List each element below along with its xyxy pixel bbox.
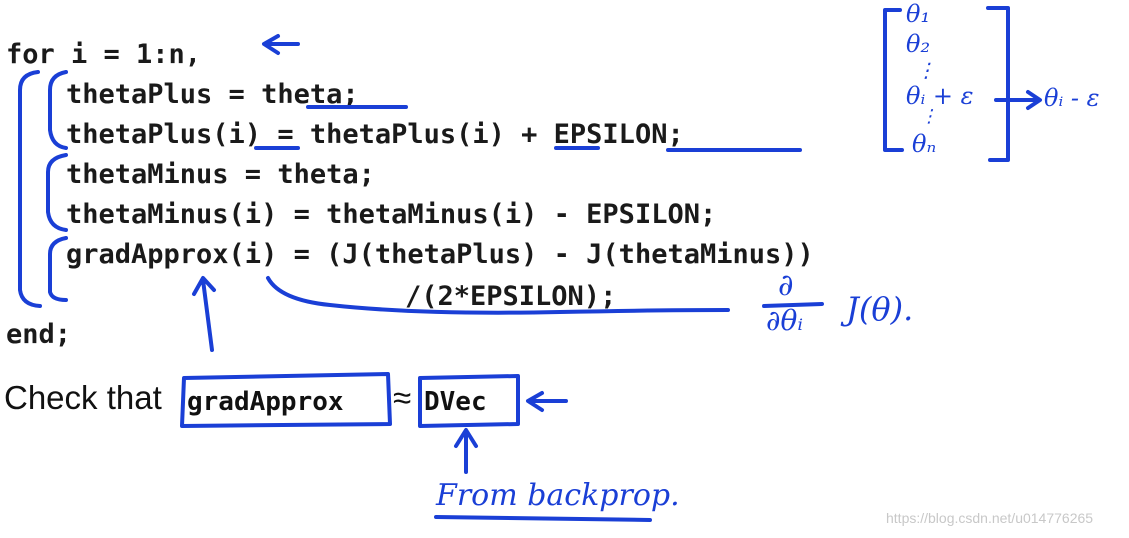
code-line-gradapprox-denominator: /(2*EPSILON); <box>405 281 617 312</box>
loop-bracket <box>18 70 42 308</box>
check-prefix: Check that <box>4 379 162 416</box>
code-line-thetaplus-assign: thetaPlus = theta; <box>66 79 359 110</box>
code-line-end: end; <box>6 319 72 350</box>
theta-1: θ₁ <box>906 0 931 28</box>
code-line-thetaminus-decrement: thetaMinus(i) = thetaMinus(i) - EPSILON; <box>66 199 717 230</box>
check-gradapprox: gradApprox <box>187 387 344 417</box>
check-approx-symbol: ≈ <box>393 379 412 416</box>
up-arrow-gradapprox-icon <box>192 276 216 352</box>
backprop-underline <box>434 515 652 522</box>
vector-left-bracket <box>883 8 904 152</box>
theta-2: θ₂ <box>906 30 931 58</box>
bracket-group-plus <box>48 70 68 150</box>
code-line-thetaminus-assign: thetaMinus = theta; <box>66 159 375 190</box>
vector-right-bracket <box>986 6 1010 162</box>
theta-n: θₙ <box>912 130 937 158</box>
partial-numerator: ∂ <box>778 268 794 303</box>
partial-function: J(θ). <box>846 290 914 328</box>
from-backprop-note: From backprop. <box>436 478 680 513</box>
theta-vdots-2: ⋮ <box>920 106 938 127</box>
left-arrow-dvec-icon <box>526 391 568 412</box>
bracket-group-grad <box>48 236 68 302</box>
for-arrow-icon <box>262 34 300 55</box>
theta-arrow-icon <box>994 90 1042 110</box>
theta-i-minus: θᵢ - ε <box>1044 84 1100 112</box>
check-dvec: DVec <box>424 387 487 417</box>
theta-vdots-1: ⋮ <box>916 58 936 82</box>
code-line-thetaplus-increment: thetaPlus(i) = thetaPlus(i) + EPSILON; <box>66 119 684 150</box>
up-arrow-backprop-icon <box>454 428 478 474</box>
code-line-gradapprox: gradApprox(i) = (J(thetaPlus) - J(thetaM… <box>66 239 814 270</box>
partial-denominator: ∂θᵢ <box>766 304 803 337</box>
bracket-group-minus <box>46 153 68 232</box>
theta-i-plus: θᵢ + ε <box>906 82 974 110</box>
code-line-for: for i = 1:n, <box>6 39 202 70</box>
watermark: https://blog.csdn.net/u014776265 <box>886 510 1094 526</box>
